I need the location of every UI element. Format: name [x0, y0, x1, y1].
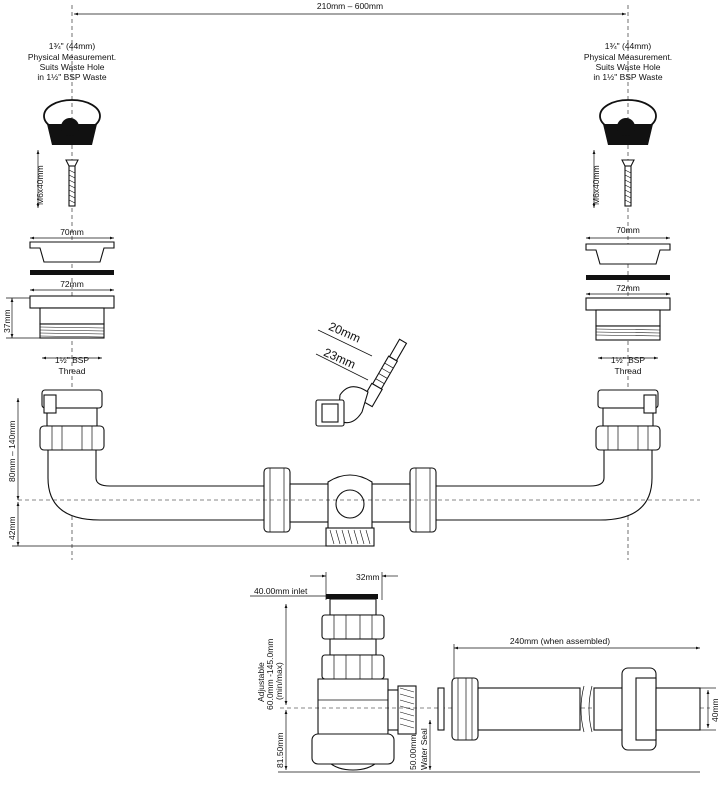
spigot-23-label: 23mm	[322, 345, 358, 371]
left-flange-70-label: 70mm	[60, 227, 84, 237]
centre-tee	[263, 467, 437, 547]
dimension-text: in 1½" BSP Waste	[37, 72, 106, 82]
dimension-text: 1½" BSP	[55, 355, 90, 365]
right-flange-70-label: 70mm	[616, 225, 640, 235]
dimension-text: 1¾" (44mm)	[49, 41, 96, 51]
left-screw-label: M6x40mm	[35, 165, 45, 205]
trap-outlet-assembly: 240mm (when assembled) 40mm	[437, 636, 720, 751]
left-plug-and-chain	[43, 99, 101, 145]
dimension-text: (min/max)	[274, 662, 284, 700]
dimension-text: Suits Waste Hole	[40, 62, 105, 72]
right-waste-body: 1½" BSP Thread	[585, 297, 671, 376]
hose-spigot: 20mm 23mm	[315, 319, 408, 427]
overall-width-label: 210mm – 600mm	[317, 1, 383, 11]
dimension-text: Water Seal	[419, 728, 429, 770]
left-riser	[39, 389, 271, 521]
dimension-text: 60.0mm -145.0mm	[265, 639, 275, 710]
drop-42-label: 42mm	[7, 516, 17, 540]
dimension-text: Adjustable	[256, 662, 266, 702]
dimension-text: Thread	[59, 366, 86, 376]
dimension-text: Thread	[615, 366, 642, 376]
dimension-text: Physical Measurement.	[584, 52, 672, 62]
left-flange: 70mm 72mm	[29, 227, 115, 292]
dimension-text: in 1½" BSP Waste	[593, 72, 662, 82]
left-screw: M6x40mm	[35, 150, 79, 208]
right-screw-label: M6x40mm	[591, 165, 601, 205]
trap-inlet-label: 40.00mm inlet	[254, 586, 308, 596]
dimension-text: Physical Measurement.	[28, 52, 116, 62]
left-flange-72-label: 72mm	[60, 279, 84, 289]
left-waste-body: 37mm 1½" BSP Thread	[2, 295, 115, 376]
trap-length-label: 240mm (when assembled)	[510, 636, 610, 646]
right-flange-72-label: 72mm	[616, 283, 640, 293]
left-height-37-label: 37mm	[2, 309, 12, 333]
right-plug-and-chain	[599, 99, 657, 145]
trap-height-label: 81.50mm	[275, 733, 285, 768]
dimension-text: 1½" BSP	[611, 355, 646, 365]
dimension-text: Suits Waste Hole	[596, 62, 661, 72]
spigot-20-label: 20mm	[327, 319, 363, 345]
outlet-dia-label: 40mm	[710, 698, 720, 722]
pipe-drop-dimensions: 80mm – 140mm 42mm	[7, 398, 700, 547]
right-riser	[429, 389, 661, 521]
trap-width-label: 32mm	[356, 572, 380, 582]
left-waste-note: 1¾" (44mm) Physical Measurement. Suits W…	[28, 41, 116, 82]
right-flange: 70mm 72mm	[585, 225, 671, 296]
right-screw: M6x40mm	[591, 150, 635, 208]
dimension-text: 1¾" (44mm)	[605, 41, 652, 51]
bottle-trap: 32mm 40.00mm inlet Adjustable 60.0mm -14…	[250, 572, 710, 773]
right-waste-note: 1¾" (44mm) Physical Measurement. Suits W…	[584, 41, 672, 82]
dimension-text: 50.00mm	[408, 735, 418, 770]
drop-range-label: 80mm – 140mm	[7, 421, 17, 482]
